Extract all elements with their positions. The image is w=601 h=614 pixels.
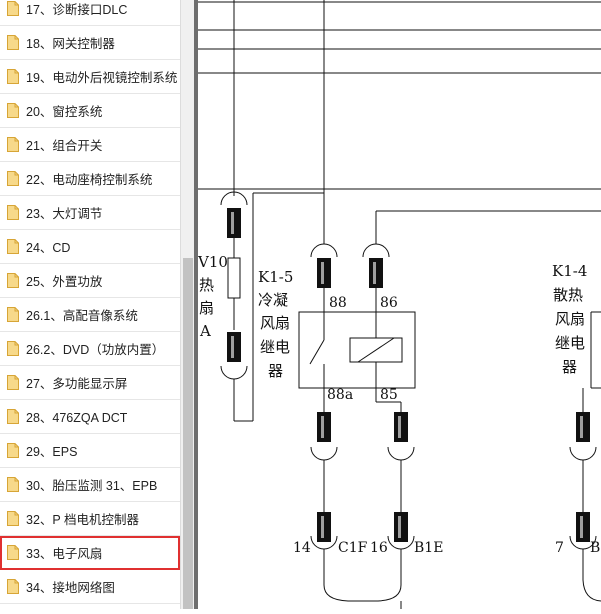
document-icon — [7, 545, 19, 560]
sidebar-item-label: 30、胎压监测 31、EPB — [26, 479, 158, 493]
sidebar-item-label: 33、电子风扇 — [26, 547, 103, 561]
document-icon — [7, 273, 19, 288]
pin-88a-label: 88a — [327, 387, 353, 403]
pin-7-label: 7 — [555, 540, 564, 556]
sidebar-item[interactable]: 18、网关控制器 — [0, 26, 180, 60]
pin-86-label: 86 — [380, 295, 398, 311]
sidebar-item[interactable]: 25、外置功放 — [0, 264, 180, 298]
relay-k1-4-line-2: 风扇 — [555, 310, 585, 328]
pin-14-label: 14 — [293, 540, 311, 556]
wiring-diagram: V10 热 扇 A K1-5 冷凝 风扇 继电 器 88 86 88a 85 K… — [197, 0, 601, 609]
sidebar-item[interactable]: 34、接地网络图 — [0, 570, 180, 604]
document-icon — [7, 239, 19, 254]
document-icon — [7, 409, 19, 424]
sidebar-item-label: 17、诊断接口DLC — [26, 3, 128, 17]
sidebar-item-label: 34、接地网络图 — [26, 581, 115, 595]
sidebar-item-label: 25、外置功放 — [26, 275, 103, 289]
document-icon — [7, 511, 19, 526]
sidebar-item-label: 21、组合开关 — [26, 139, 103, 153]
document-icon — [7, 307, 19, 322]
pane-divider[interactable] — [194, 0, 198, 609]
document-icon — [7, 341, 19, 356]
document-icon — [7, 1, 19, 16]
connector-c1f-label: C1F — [338, 540, 368, 556]
relay-k1-5-line-1: 冷凝 — [258, 291, 288, 309]
sidebar-item[interactable]: 21、组合开关 — [0, 128, 180, 162]
sidebar-item-label: 29、EPS — [26, 445, 78, 459]
document-icon — [7, 35, 19, 50]
left-component-label-line-2: 热 — [199, 276, 214, 294]
document-icon — [7, 375, 19, 390]
relay-k1-5-name: K1-5 — [258, 268, 293, 286]
relay-k1-4-name: K1-4 — [552, 262, 587, 280]
sidebar-item-label: 22、电动座椅控制系统 — [26, 173, 153, 187]
sidebar-item-label: 20、窗控系统 — [26, 105, 103, 119]
sidebar-item[interactable]: 23、大灯调节 — [0, 196, 180, 230]
file-tree-sidebar: 17、诊断接口DLC 18、网关控制器 19、电动外后视镜控制系统 20、窗控系统 21… — [0, 0, 180, 609]
relay-k1-4-line-4: 器 — [562, 358, 577, 376]
sidebar-item-label: 24、CD — [26, 241, 71, 255]
left-component-label-line-3: 扇 — [199, 299, 214, 317]
document-icon — [7, 137, 19, 152]
sidebar-item-label: 18、网关控制器 — [26, 37, 115, 51]
sidebar-scrollbar[interactable] — [180, 0, 194, 609]
wiring-diagram-view: V10 热 扇 A K1-5 冷凝 风扇 继电 器 88 86 88a 85 K… — [197, 0, 601, 609]
document-icon — [7, 579, 19, 594]
sidebar-item[interactable]: 29、EPS — [0, 434, 180, 468]
sidebar-item-label: 26.2、DVD（功放内置） — [26, 343, 165, 357]
relay-k1-5-line-4: 器 — [268, 362, 283, 380]
document-icon — [7, 443, 19, 458]
sidebar-item-label: 23、大灯调节 — [26, 207, 103, 221]
sidebar-item[interactable]: 17、诊断接口DLC — [0, 0, 180, 26]
connector-b1e-label: B1E — [414, 540, 443, 556]
sidebar-item[interactable]: 26.1、高配音像系统 — [0, 298, 180, 332]
scrollbar-thumb[interactable] — [183, 258, 193, 609]
pin-16-label: 16 — [370, 540, 388, 556]
sidebar-item-label: 28、476ZQA DCT — [26, 411, 128, 425]
relay-k1-5-line-2: 风扇 — [260, 314, 290, 332]
left-component-label-line-1: V10 — [198, 253, 228, 271]
sidebar-item[interactable]: 24、CD — [0, 230, 180, 264]
document-icon — [7, 69, 19, 84]
sidebar-item-label: 32、P 档电机控制器 — [26, 513, 139, 527]
relay-k1-5-line-3: 继电 — [260, 338, 290, 356]
sidebar-item-label: 19、电动外后视镜控制系统 — [26, 71, 178, 85]
left-component-label-line-4: A — [199, 322, 211, 340]
sidebar-item[interactable]: 32、P 档电机控制器 — [0, 502, 180, 536]
document-icon — [7, 103, 19, 118]
sidebar-item[interactable]: 26.2、DVD（功放内置） — [0, 332, 180, 366]
connector-b-label: B — [590, 540, 600, 556]
sidebar-item[interactable]: 27、多功能显示屏 — [0, 366, 180, 400]
sidebar-item[interactable]: 28、476ZQA DCT — [0, 400, 180, 434]
document-icon — [7, 477, 19, 492]
relay-k1-4-line-1: 散热 — [553, 286, 583, 304]
document-icon — [7, 171, 19, 186]
sidebar-item[interactable]: 22、电动座椅控制系统 — [0, 162, 180, 196]
sidebar-item[interactable]: 33、电子风扇 — [0, 536, 180, 570]
sidebar-item[interactable]: 30、胎压监测 31、EPB — [0, 468, 180, 502]
pin-88-label: 88 — [329, 295, 347, 311]
sidebar-item-label: 26.1、高配音像系统 — [26, 309, 138, 323]
sidebar-item-label: 27、多功能显示屏 — [26, 377, 128, 391]
relay-k1-4-line-3: 继电 — [555, 334, 585, 352]
document-icon — [7, 205, 19, 220]
pin-85-label: 85 — [380, 387, 398, 403]
sidebar-item[interactable]: 19、电动外后视镜控制系统 — [0, 60, 180, 94]
sidebar-item[interactable]: 20、窗控系统 — [0, 94, 180, 128]
